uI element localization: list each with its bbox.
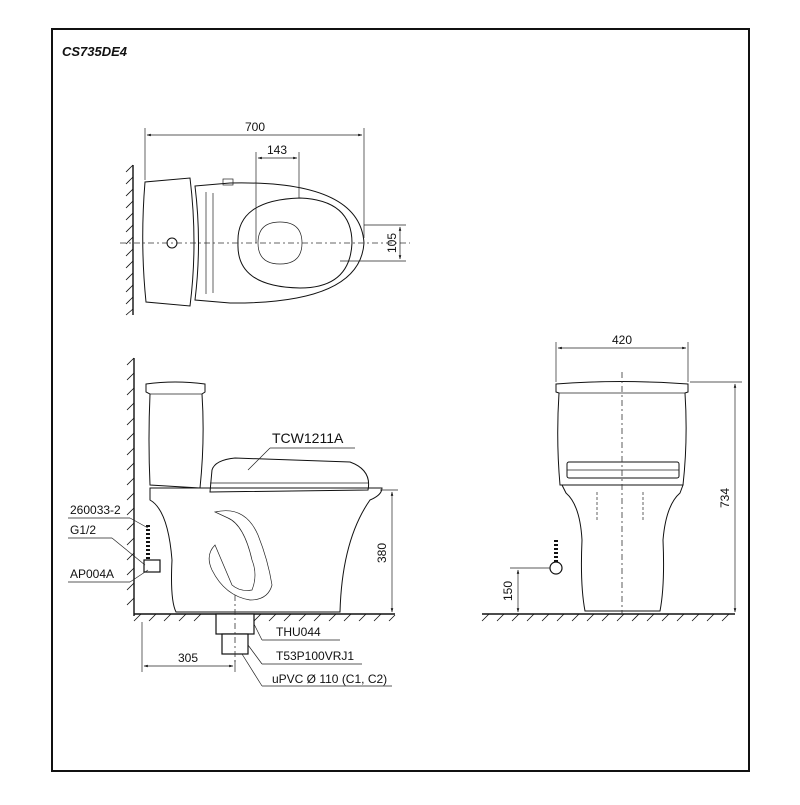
front-bowl: [561, 484, 684, 612]
side-view: TCW1211A 260033-2 G1/2 AP004A 380 305 TH…: [68, 357, 398, 687]
model-title: CS735DE4: [62, 44, 128, 59]
side-tank: [145, 381, 206, 489]
bowl-opening: [237, 197, 353, 289]
valve-label: 260033-2: [70, 503, 121, 517]
front-floor-hatch: [481, 613, 730, 622]
side-floor-hatch: [133, 613, 396, 622]
front-tank: [555, 381, 689, 486]
seat-outline: [194, 182, 365, 304]
dim-105-label: 105: [385, 233, 399, 253]
tank-top: [142, 177, 195, 307]
dim-734-label: 734: [718, 488, 732, 508]
dim-143-label: 143: [267, 143, 287, 157]
front-view: 420 734 150: [481, 333, 742, 622]
side-bowl: [149, 487, 383, 613]
trap-label: T53P100VRJ1: [276, 649, 354, 663]
pipe-label: uPVC Ø 110 (C1, C2): [272, 672, 387, 686]
dim-150-label: 150: [501, 581, 515, 601]
dim-700-label: 700: [245, 120, 265, 134]
seat-control: [222, 178, 234, 186]
dim-420-label: 420: [612, 333, 632, 347]
front-angle-valve: [549, 561, 563, 575]
drawing-frame: [51, 28, 750, 772]
trapway: [208, 510, 273, 601]
dim-380-label: 380: [375, 543, 389, 563]
top-view: 700 143 105: [120, 120, 410, 316]
thread-label: G1/2: [70, 523, 96, 537]
angle-valve: [143, 559, 161, 573]
side-wall-hatch: [126, 357, 135, 606]
seat-model-label: TCW1211A: [272, 430, 344, 446]
flange-label: THU044: [276, 625, 321, 639]
side-seat: [209, 457, 370, 493]
wall-hatch: [125, 164, 134, 316]
angle-valve-label: AP004A: [70, 567, 114, 581]
dim-305-label: 305: [178, 651, 198, 665]
